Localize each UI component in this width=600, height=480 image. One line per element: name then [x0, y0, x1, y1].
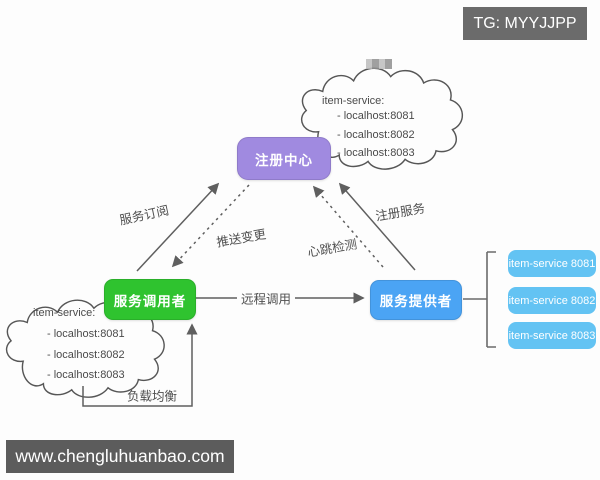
registry-node: 注册中心 — [237, 137, 331, 180]
edge-label-rpc: 远程调用 — [236, 288, 296, 308]
top-cloud-items: - localhost:8081 - localhost:8082 - loca… — [337, 107, 415, 163]
pixelation-artifact — [366, 59, 392, 69]
top-cloud-item: - localhost:8081 — [337, 110, 415, 122]
consumer-node: 服务调用者 — [104, 279, 196, 320]
provider-node: 服务提供者 — [370, 280, 462, 320]
edge-label-load-balance: 负载均衡 — [126, 389, 178, 404]
bottom-cloud-item: - localhost:8082 — [47, 348, 125, 361]
instances-bracket — [463, 251, 496, 348]
top-cloud-item: - localhost:8082 — [337, 128, 415, 141]
bottom-cloud-items: - localhost:8081 - localhost:8082 - loca… — [47, 324, 125, 386]
bottom-cloud-item: - localhost:8081 — [47, 328, 125, 340]
bottom-cloud-title: item-service: — [33, 307, 96, 319]
arrow-subscribe — [136, 182, 220, 272]
bottom-cloud-item: - localhost:8083 — [47, 369, 125, 381]
arrow-load-balance — [82, 323, 198, 407]
arrow-register — [338, 182, 416, 271]
arrow-heartbeat-dashed — [312, 185, 384, 268]
tg-badge: TG: MYYJJPP — [463, 7, 587, 40]
top-cloud-title: item-service: — [322, 95, 385, 107]
top-cloud-item: - localhost:8083 — [337, 147, 415, 159]
instance-box-8083: item-service 8083 — [508, 322, 596, 349]
instance-box-8081: item-service 8081 — [508, 250, 596, 277]
instance-box-8082: item-service 8082 — [508, 287, 596, 314]
site-watermark: www.chengluhuanbao.com — [6, 440, 234, 473]
arrow-push-dashed — [171, 184, 250, 268]
